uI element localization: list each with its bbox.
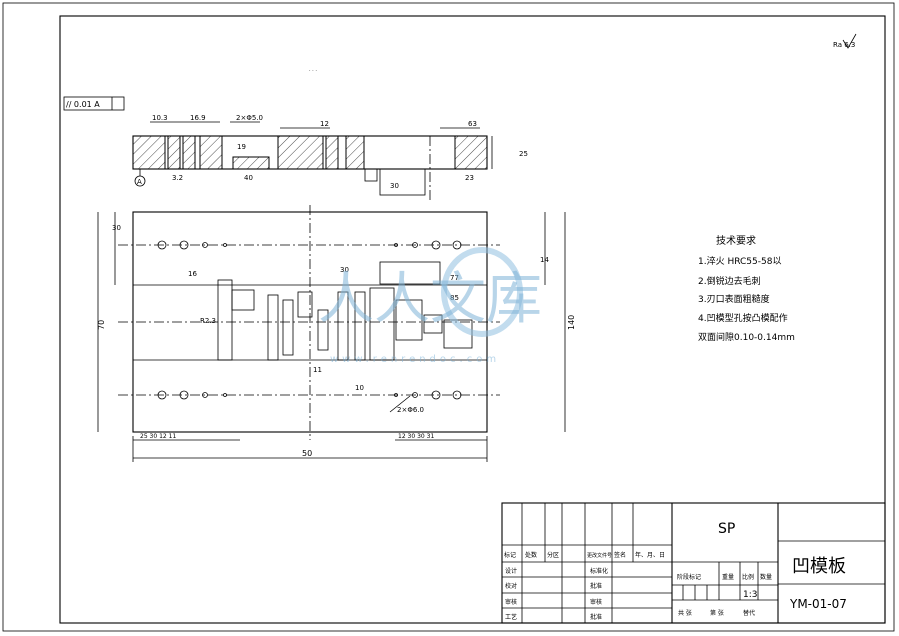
note-2: 2.倒锐边去毛刺	[698, 275, 761, 287]
svg-text:2×Φ5.0: 2×Φ5.0	[236, 114, 263, 122]
stage-label-1: 阶段标记	[677, 573, 701, 581]
header-label-1: 标记	[504, 551, 516, 559]
scale-value: 1:3	[743, 590, 757, 600]
datum-symbol: A	[134, 169, 146, 187]
svg-text:R2.3: R2.3	[200, 317, 216, 325]
surface-finish-symbol: Ra 6.3	[833, 33, 857, 49]
svg-text:14: 14	[540, 256, 549, 264]
dim-85: 85	[450, 294, 459, 302]
drawing-number: YM-01-07	[789, 597, 847, 611]
dim-19: 19	[237, 143, 246, 151]
note-5: 双面间隙0.10-0.14mm	[698, 331, 795, 343]
row-label-right-4: 批准	[590, 613, 602, 621]
dim-overall-width: 50	[302, 449, 312, 458]
note-1: 1.淬火 HRC55-58以	[698, 255, 781, 267]
header-label-6: 年、月、日	[635, 551, 665, 559]
tolerance-frame: // 0.01 A	[63, 96, 125, 111]
row-label-4: 工艺	[505, 613, 517, 621]
surface-finish-text: Ra 6.3	[833, 41, 855, 49]
row-label-3: 审核	[505, 598, 517, 606]
watermark-url: www.renrendoc.com	[330, 354, 500, 365]
header-label-3: 分区	[547, 551, 559, 559]
dim-30: 30	[340, 266, 349, 274]
drawing-frame	[59, 15, 886, 624]
stage-label-4: 数量	[760, 573, 772, 581]
header-label-4: 更改文件号	[587, 552, 612, 559]
header-label-2: 处数	[525, 551, 537, 559]
row-label-1: 设计	[505, 567, 517, 575]
svg-text:30: 30	[390, 182, 399, 190]
dim-16: 16	[188, 270, 197, 278]
dim-40-top: 40	[244, 174, 253, 182]
row-label-right-2: 批准	[590, 582, 602, 590]
notes-title: 技术要求	[716, 234, 756, 247]
title-block: SP 凹模板 YM-01-07 1:3 标记 处数 分区 更改文件号 签名 年、…	[501, 502, 886, 624]
svg-text:23: 23	[465, 174, 474, 182]
note-3: 3.刃口表面粗糙度	[698, 293, 770, 305]
section-view: 10.3 16.9 2×Φ5.0 12 19 40 3.2 30 23 63 2…	[132, 114, 528, 200]
datum-letter: A	[137, 178, 142, 186]
row-label-2: 校对	[505, 582, 517, 590]
technical-notes: 技术要求 1.淬火 HRC55-58以 2.倒锐边去毛刺 3.刃口表面粗糙度 4…	[698, 234, 795, 343]
plan-view: 50 70 140 25 30 12 11 12 30 30 31 16 30 …	[97, 205, 576, 462]
svg-text:30: 30	[112, 224, 121, 232]
flatness-tolerance-text: // 0.01 A	[66, 100, 100, 109]
sheet-label-2: 第 张	[710, 609, 724, 617]
part-name: 凹模板	[792, 556, 846, 577]
svg-text:· · ·: · · ·	[309, 68, 317, 74]
stage-label-2: 重量	[722, 573, 734, 581]
row-label-right-1: 标准化	[590, 567, 608, 575]
svg-text:3.2: 3.2	[172, 174, 183, 182]
svg-text:25 30 12 11: 25 30 12 11	[140, 433, 176, 440]
dim-12: 12	[320, 120, 329, 128]
svg-text:10.3: 10.3	[152, 114, 168, 122]
dim-77: 77	[450, 274, 459, 282]
svg-text:63: 63	[468, 120, 477, 128]
watermark-text: 人人文库	[318, 267, 542, 332]
svg-text:12 30 30 31: 12 30 30 31	[398, 433, 434, 440]
svg-text:10: 10	[355, 384, 364, 392]
row-label-right-3: 审核	[590, 598, 602, 606]
dim-11: 11	[313, 366, 322, 374]
svg-text:25: 25	[519, 150, 528, 158]
svg-text:16.9: 16.9	[190, 114, 206, 122]
dim-left-height: 70	[97, 320, 106, 330]
watermark: 人人文库 www.renrendoc.com	[318, 247, 542, 365]
hole-dia-note: 2×Φ6.0	[397, 406, 424, 414]
material-text: SP	[718, 521, 735, 537]
sheet-label-1: 共 张	[678, 609, 692, 617]
header-label-5: 签名	[614, 551, 626, 559]
sheet-label-3: 替代	[743, 609, 755, 617]
note-4: 4.凹模型孔按凸模配作	[698, 312, 788, 324]
stage-label-3: 比例	[742, 573, 754, 581]
dim-right-height: 140	[567, 315, 576, 330]
